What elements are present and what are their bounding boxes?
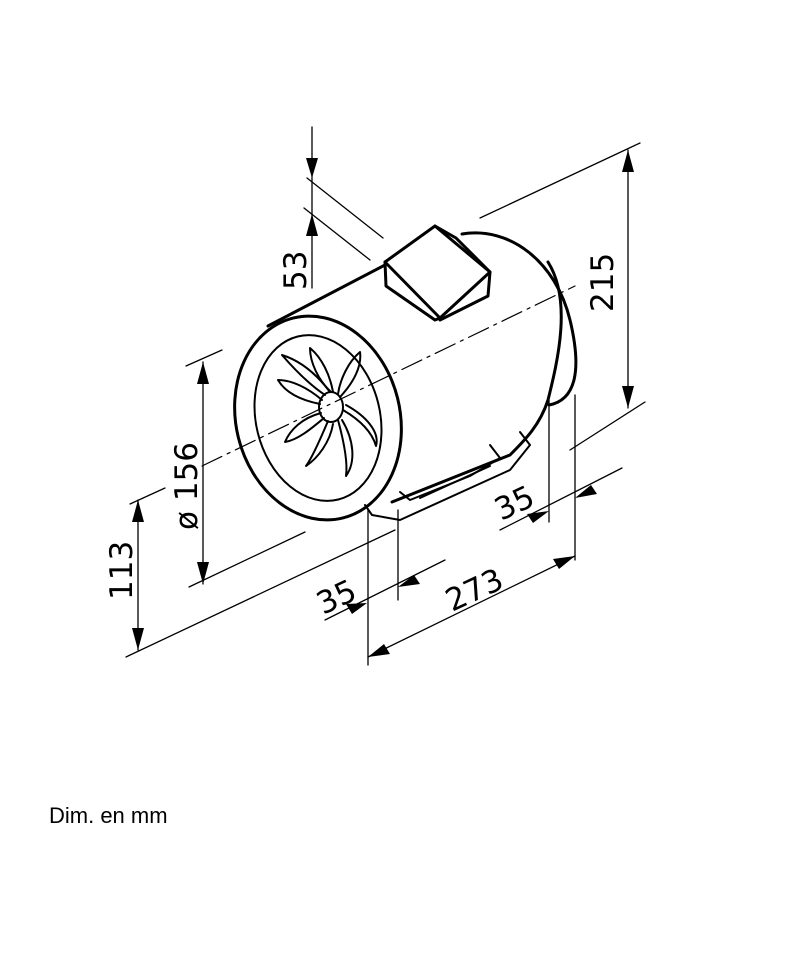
center-axis (201, 285, 576, 467)
dim-label-156: ø 156 (169, 442, 205, 530)
dim-overall-length: 273 (367, 555, 576, 658)
dim-rear-collar: 35 (489, 394, 623, 561)
impeller-blades (277, 347, 378, 477)
rear-collar (460, 231, 578, 407)
dim-motor-box-height: 53 (278, 126, 384, 290)
front-rim-outer (233, 314, 403, 522)
units-note: Dim. en mm (49, 803, 168, 828)
front-rim-inner (253, 334, 383, 502)
dim-label-273: 273 (440, 562, 509, 620)
mounting-foot (364, 431, 531, 521)
dim-label-53: 53 (278, 251, 314, 290)
dim-overall-height: 215 (479, 142, 646, 451)
fan-body (233, 224, 578, 522)
motor-box (383, 224, 492, 322)
dim-front-collar: 35 (311, 509, 446, 666)
dim-label-215: 215 (585, 253, 621, 312)
dim-label-113: 113 (104, 541, 140, 600)
cylinder-body (266, 260, 563, 504)
dim-label-35-front: 35 (311, 573, 362, 622)
dim-axis-height: 113 (104, 487, 396, 658)
dim-duct-diameter: ø 156 (169, 349, 306, 588)
